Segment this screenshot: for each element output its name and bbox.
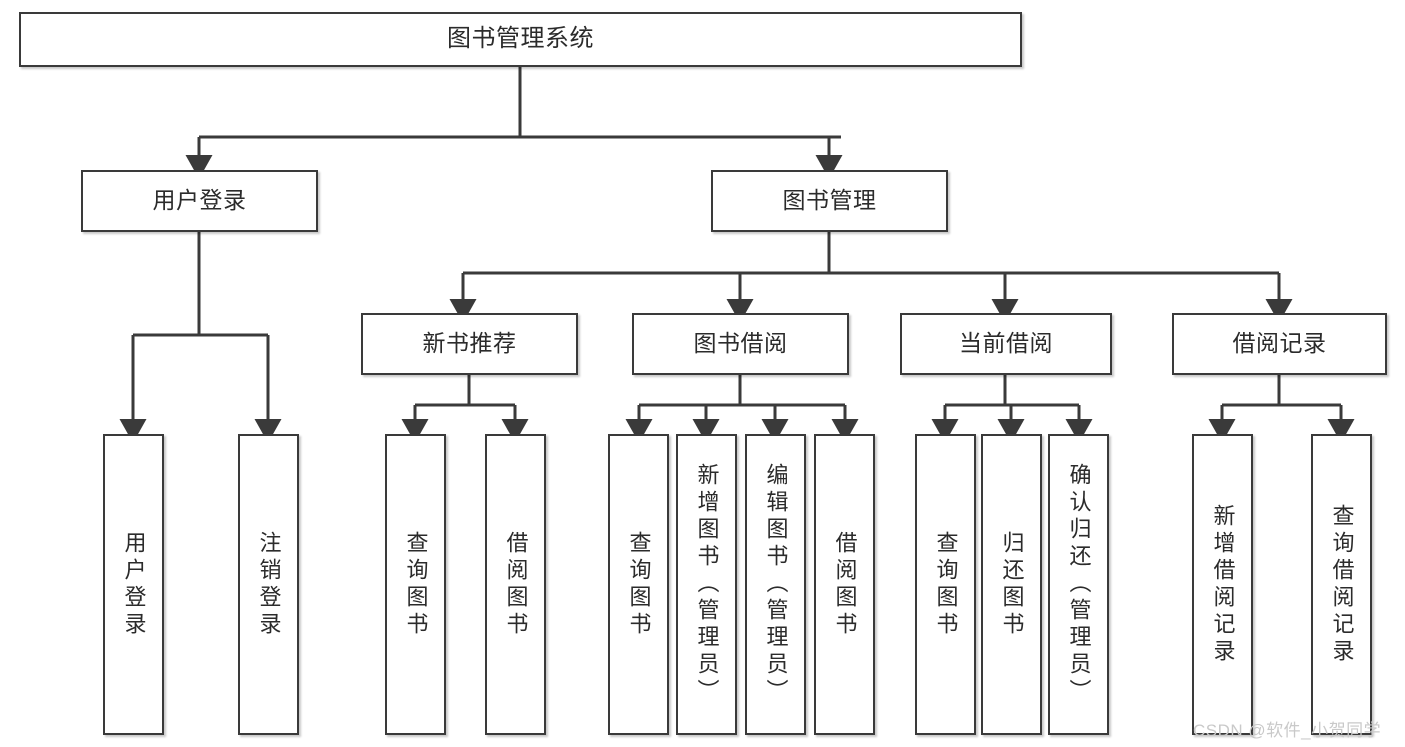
leaf-borrow-add-book-admin[interactable]: 新增图书（管理员） (676, 434, 737, 735)
node-book-management[interactable]: 图书管理 (711, 170, 948, 232)
leaf-borrow-query-book[interactable]: 查询图书 (608, 434, 669, 735)
leaf-current-query-book[interactable]: 查询图书 (915, 434, 976, 735)
leaf-recommend-query-book[interactable]: 查询图书 (385, 434, 446, 735)
node-label: 新书推荐 (422, 330, 517, 357)
node-label: 借阅图书 (832, 530, 858, 639)
node-label: 用户登录 (152, 187, 247, 214)
node-label: 编辑图书（管理员） (763, 463, 789, 706)
node-label: 借阅图书 (503, 530, 529, 639)
node-user-login[interactable]: 用户登录 (81, 170, 318, 232)
node-label: 归还图书 (999, 530, 1025, 639)
node-current-borrow[interactable]: 当前借阅 (900, 313, 1112, 375)
node-label: 图书管理系统 (447, 25, 594, 53)
node-label: 新增图书（管理员） (694, 463, 720, 706)
node-label: 当前借阅 (959, 330, 1053, 357)
node-label: 查询图书 (403, 530, 429, 639)
node-borrow-records[interactable]: 借阅记录 (1172, 313, 1387, 375)
leaf-current-confirm-return-admin[interactable]: 确认归还（管理员） (1048, 434, 1109, 735)
node-label: 注销登录 (256, 530, 282, 639)
node-root-system[interactable]: 图书管理系统 (19, 12, 1022, 67)
node-label: 查询图书 (933, 530, 959, 639)
leaf-records-add-record[interactable]: 新增借阅记录 (1192, 434, 1253, 735)
leaf-borrow-edit-book-admin[interactable]: 编辑图书（管理员） (745, 434, 806, 735)
node-label: 查询借阅记录 (1329, 503, 1355, 666)
leaf-current-return-book[interactable]: 归还图书 (981, 434, 1042, 735)
leaf-user-login[interactable]: 用户登录 (103, 434, 164, 735)
csdn-watermark: CSDN @软件_小贺同学 (1193, 721, 1382, 740)
node-label: 查询图书 (626, 530, 652, 639)
node-label: 确认归还（管理员） (1066, 463, 1092, 706)
node-book-borrow[interactable]: 图书借阅 (632, 313, 849, 375)
node-label: 借阅记录 (1232, 330, 1327, 357)
node-new-book-recommend[interactable]: 新书推荐 (361, 313, 578, 375)
leaf-borrow-borrow-book[interactable]: 借阅图书 (814, 434, 875, 735)
leaf-recommend-borrow-book[interactable]: 借阅图书 (485, 434, 546, 735)
node-label: 图书借阅 (693, 330, 788, 357)
node-label: 新增借阅记录 (1210, 503, 1236, 666)
node-label: 用户登录 (121, 530, 147, 639)
leaf-logout[interactable]: 注销登录 (238, 434, 299, 735)
leaf-records-query-record[interactable]: 查询借阅记录 (1311, 434, 1372, 735)
node-label: 图书管理 (782, 187, 877, 214)
